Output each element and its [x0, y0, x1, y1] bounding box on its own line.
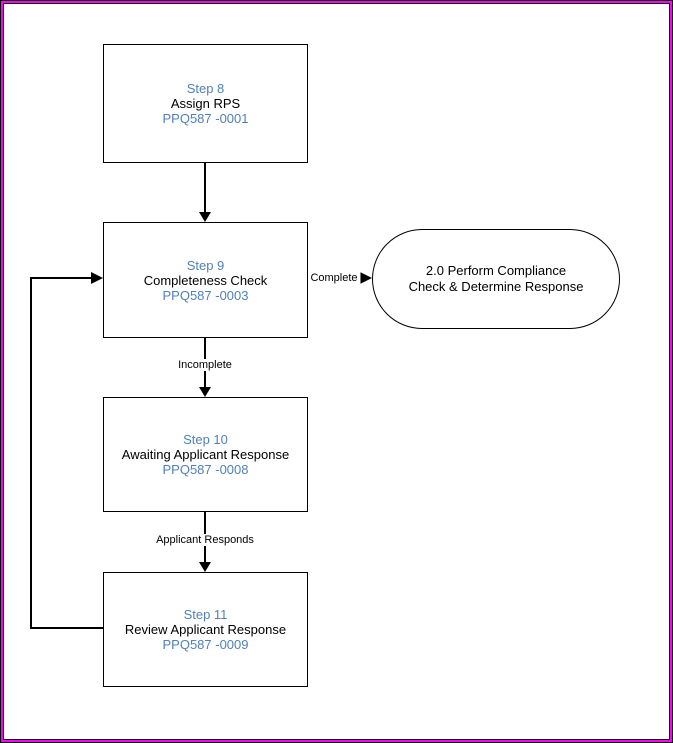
step9-doc-code-link[interactable]: PPQ587 -0003 [162, 287, 249, 303]
step8-title: Assign RPS [170, 96, 241, 111]
connector-step11-feedback-bottom [30, 627, 104, 629]
edge-label-incomplete: Incomplete [175, 359, 235, 371]
terminator-line2: Check & Determine Response [408, 279, 584, 294]
step11-title: Review Applicant Response [124, 622, 287, 637]
connector-step8-step9 [204, 163, 206, 213]
edge-label-applicant-responds: Applicant Responds [153, 534, 257, 546]
arrowhead-step9-step10 [199, 387, 211, 397]
connector-step11-feedback-vertical [30, 277, 32, 629]
step9-title: Completeness Check [143, 272, 268, 288]
step11-link[interactable]: Step 11 [183, 607, 228, 622]
arrowhead-step10-step11 [199, 562, 211, 572]
terminator-line1: 2.0 Perform Compliance [425, 263, 567, 278]
step8-link[interactable]: Step 8 [186, 81, 225, 96]
step10-title: Awaiting Applicant Response [121, 447, 290, 462]
flow-node-step10: Step 10 Awaiting Applicant Response PPQ5… [103, 397, 308, 512]
flow-node-step8: Step 8 Assign RPS PPQ587 -0001 [103, 44, 308, 163]
step11-doc-code-link[interactable]: PPQ587 -0009 [162, 637, 249, 652]
connector-step11-feedback-top [30, 277, 92, 279]
flow-node-step11: Step 11 Review Applicant Response PPQ587… [103, 572, 308, 687]
step10-doc-code-link[interactable]: PPQ587 -0008 [162, 462, 249, 477]
step8-doc-code-link[interactable]: PPQ587 -0001 [162, 111, 249, 126]
step10-link[interactable]: Step 10 [183, 432, 228, 447]
flow-node-step9: Step 9 Completeness Check PPQ587 -0003 [103, 222, 308, 338]
step9-link[interactable]: Step 9 [186, 257, 225, 273]
terminator-node-compliance: 2.0 Perform Compliance Check & Determine… [372, 229, 620, 329]
edge-label-complete: Complete [307, 272, 361, 284]
arrowhead-step9-compliance [360, 272, 372, 284]
arrowhead-step11-step9 [91, 272, 103, 284]
arrowhead-step8-step9 [199, 212, 211, 222]
